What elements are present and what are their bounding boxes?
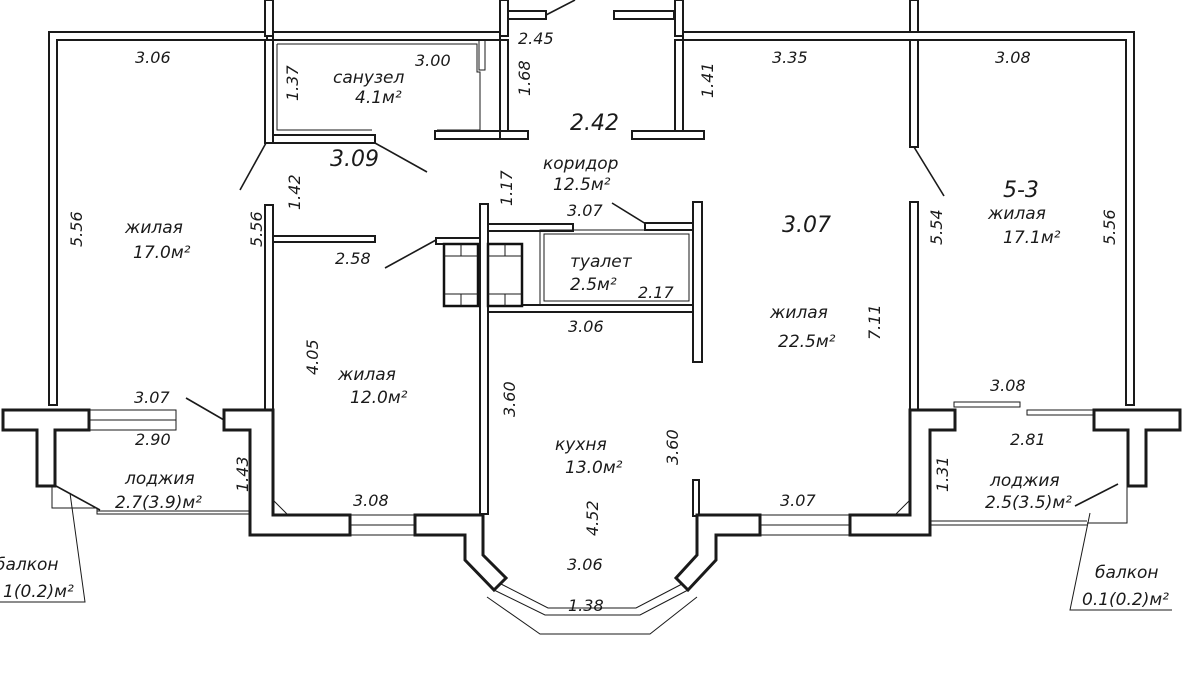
dim-living-middle-width: 3.08 <box>353 491 389 510</box>
room-area-loggia-right: 2.5(3.5)м² <box>985 493 1072 513</box>
dim-corridor-2-58: 2.58 <box>335 249 371 268</box>
dim-corridor-1-17: 1.17 <box>497 170 516 206</box>
room-name-living-large: жилая <box>769 303 828 323</box>
dim-living-right-bottom: 3.08 <box>990 376 1026 395</box>
apartment-number: 5-3 <box>1003 178 1039 203</box>
room-area-balcony-right: 0.1(0.2)м² <box>1082 590 1169 610</box>
dim-kitchen-right: 3.60 <box>663 429 682 465</box>
room-name-loggia-left: лоджия <box>124 469 195 489</box>
dim-entry-1-68: 1.68 <box>515 60 534 96</box>
dim-living-right-depth-outer: 5.56 <box>1100 209 1119 245</box>
dim-living-right-width: 3.08 <box>995 48 1031 67</box>
door-swings <box>55 0 1119 511</box>
room-area-living-right: 17.1м² <box>1003 228 1061 248</box>
dim-kitchen-depth: 4.52 <box>583 500 602 536</box>
dim-toilet-top: 3.07 <box>567 201 603 220</box>
room-area-living-middle: 12.0м² <box>350 388 408 408</box>
room-name-corridor: коридор <box>543 154 619 174</box>
room-name-kitchen: кухня <box>555 435 607 455</box>
room-area-loggia-left: 2.7(3.9)м² <box>115 493 202 513</box>
room-labels: жилая 17.0м² санузел 4.1м² коридор 12.5м… <box>0 68 1169 610</box>
room-area-kitchen: 13.0м² <box>565 458 623 478</box>
dim-loggia-left-width: 2.90 <box>135 430 171 449</box>
room-name-balcony-right: балкон <box>1095 563 1159 583</box>
room-area-balcony-left: 1(0.2)м² <box>3 582 74 602</box>
dim-living-middle-depth: 4.05 <box>303 339 322 375</box>
room-name-toilet: туалет <box>570 252 633 272</box>
dim-loggia-left-depth: 1.43 <box>233 456 252 492</box>
dim-living-left-bottom: 3.07 <box>134 388 170 407</box>
dim-living-large-bottom: 3.07 <box>780 491 816 510</box>
room-area-bathroom: 4.1м² <box>355 88 402 108</box>
room-name-bathroom: санузел <box>333 68 404 88</box>
dim-entry-2-45: 2.45 <box>518 29 554 48</box>
room-area-living-large: 22.5м² <box>778 332 836 352</box>
room-name-living-left: жилая <box>124 218 183 238</box>
ventilation-shafts <box>442 242 524 308</box>
dim-living-left-depth: 5.56 <box>67 211 86 247</box>
dim-entry-1-41: 1.41 <box>698 62 717 98</box>
dim-kitchen-bay: 1.38 <box>568 596 604 615</box>
dim-loggia-right-width: 2.81 <box>1010 430 1046 449</box>
dim-toilet-width: 2.17 <box>638 283 674 302</box>
dim-kitchen-left: 3.60 <box>500 381 519 417</box>
room-name-loggia-right: лоджия <box>989 471 1060 491</box>
room-name-living-middle: жилая <box>337 365 396 385</box>
dim-bathroom-depth: 1.37 <box>283 65 302 101</box>
facade <box>0 401 1182 635</box>
dim-living-left-width: 3.06 <box>135 48 171 67</box>
dim-bathroom-width: 3.00 <box>415 51 451 70</box>
dim-toilet-bottom: 3.06 <box>568 317 604 336</box>
room-area-corridor: 12.5м² <box>553 175 611 195</box>
dim-living-large-width: 3.35 <box>772 48 808 67</box>
room-name-balcony-left: балкон <box>0 555 59 575</box>
dim-living-right-depth: 5.54 <box>927 209 946 245</box>
dim-loggia-right-depth: 1.31 <box>933 456 952 492</box>
dim-living-large-mid: 3.07 <box>782 213 831 238</box>
dimension-labels: 3.06 5.56 5.56 3.07 3.00 1.37 3.09 1.42 … <box>67 29 1119 615</box>
dim-entry-2-42: 2.42 <box>570 111 619 136</box>
dim-living-large-depth: 7.11 <box>865 304 884 340</box>
dim-corridor-3-09: 3.09 <box>330 147 379 172</box>
interior-walls <box>264 39 919 517</box>
room-area-toilet: 2.5м² <box>570 275 617 295</box>
dim-kitchen-width: 3.06 <box>567 555 603 574</box>
room-area-living-left: 17.0м² <box>133 243 191 263</box>
dim-corridor-1-42: 1.42 <box>285 174 304 210</box>
dim-living-left-depth-inner: 5.56 <box>247 211 266 247</box>
room-name-living-right: жилая <box>987 204 1046 224</box>
